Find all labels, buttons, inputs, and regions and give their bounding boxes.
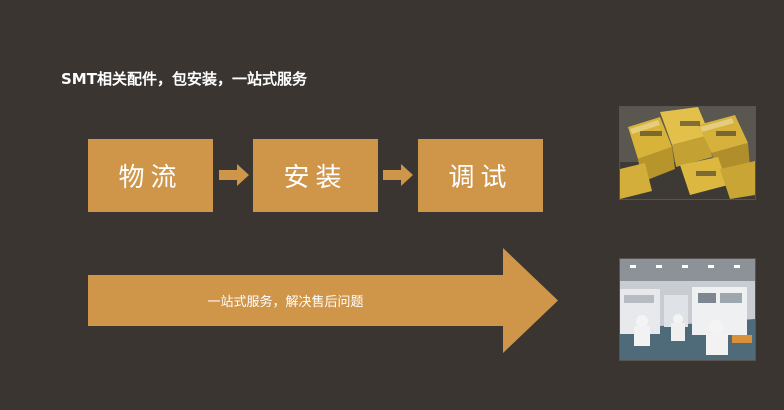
large-arrow-icon — [88, 248, 558, 353]
arrow-right-icon — [383, 164, 413, 186]
photo-packaged-parts — [619, 106, 756, 200]
banner-text: 一站式服务，解决售后问题 — [207, 295, 364, 310]
photo-factory-floor — [619, 258, 756, 361]
arrow-right-icon — [219, 164, 249, 186]
step-box-installation: 安装 — [253, 139, 378, 212]
page-headline: SMT相关配件，包安装，一站式服务 — [61, 70, 307, 88]
step-box-logistics: 物流 — [88, 139, 213, 212]
step-box-debugging: 调试 — [418, 139, 543, 212]
